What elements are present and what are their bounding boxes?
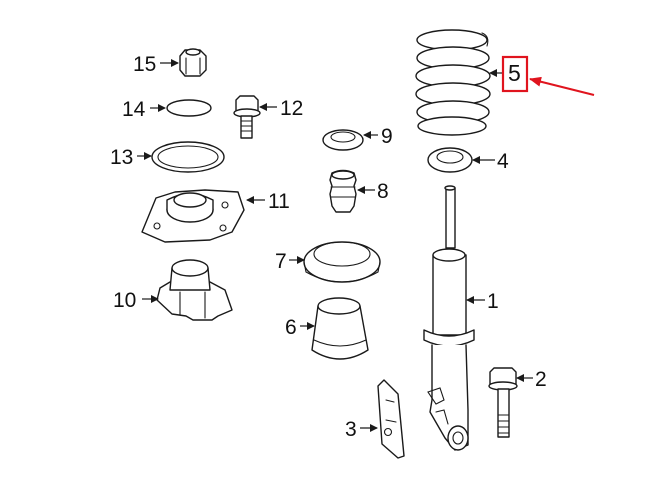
part-11-strut-mount	[141, 189, 245, 243]
callout-11: 11	[268, 190, 290, 213]
part-4-seat	[427, 147, 473, 173]
callout-8: 8	[377, 180, 389, 203]
part-3-bracket	[377, 379, 405, 459]
callout-labels: 15 14 12 13 11 10 9 8 7 6 5 4 1 2 3	[110, 53, 547, 441]
callout-5: 5	[508, 60, 521, 86]
callout-2: 2	[535, 368, 547, 391]
callout-9: 9	[381, 125, 393, 148]
callout-10: 10	[113, 289, 136, 312]
part-14-washer	[166, 99, 212, 117]
callout-4: 4	[497, 150, 509, 173]
part-1-shock-absorber	[423, 185, 475, 451]
part-13-washer	[151, 141, 225, 173]
part-5-coil-spring	[415, 29, 491, 136]
part-8-bump-stop	[329, 169, 357, 213]
callout-15: 15	[133, 53, 156, 76]
part-15-nut	[179, 48, 207, 77]
part-9-ring	[322, 129, 364, 151]
callout-6: 6	[285, 316, 297, 339]
part-6-dust-boot	[311, 297, 369, 360]
highlight-arrow	[529, 76, 595, 96]
part-7-spring-seat	[303, 241, 381, 283]
leader-lines	[137, 59, 533, 432]
part-10-bearing-mount	[156, 259, 233, 321]
callout-7: 7	[275, 250, 287, 273]
callout-1: 1	[487, 290, 499, 313]
callout-13: 13	[110, 146, 133, 169]
callout-12: 12	[280, 97, 303, 120]
callout-3: 3	[345, 418, 357, 441]
highlight-callout-5	[501, 55, 595, 96]
part-12-bolt	[233, 95, 261, 139]
callout-14: 14	[122, 98, 146, 121]
highlight-box	[501, 55, 529, 93]
part-2-bolt	[488, 367, 518, 438]
